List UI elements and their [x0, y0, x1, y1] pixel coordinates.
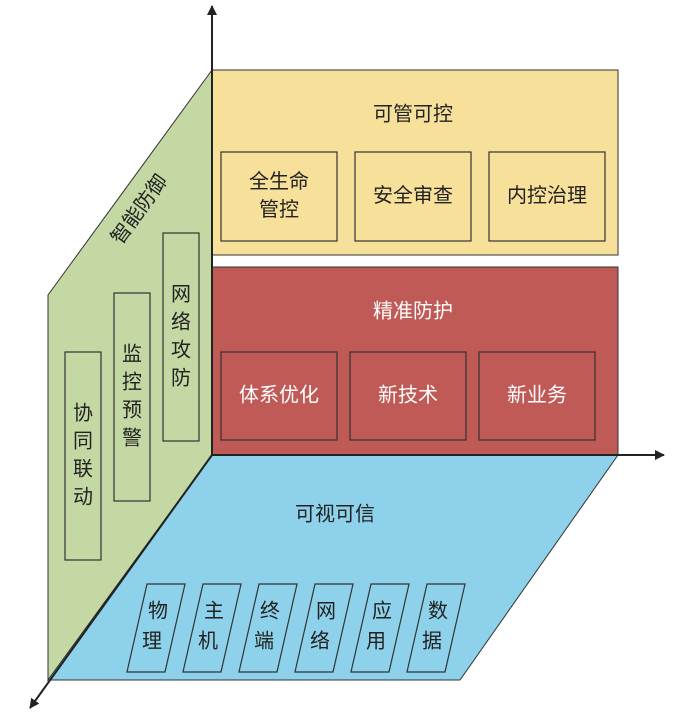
left-box-char: 网	[171, 282, 191, 306]
bottom-panel-title: 可视可信	[295, 502, 375, 526]
left-box	[64, 351, 102, 561]
top-box	[488, 151, 606, 242]
middle-box-label: 体系优化	[239, 383, 319, 407]
bottom-item-char: 物	[148, 599, 168, 623]
top-panel	[211, 69, 619, 256]
bottom-item	[350, 583, 410, 673]
top-panel-title: 可管可控	[373, 102, 453, 126]
middle-box	[478, 351, 596, 441]
left-box-char: 同	[73, 429, 93, 453]
bottom-item-char: 网	[316, 599, 336, 623]
top-box-label: 全生命	[249, 169, 309, 193]
bottom-item-char: 机	[198, 629, 218, 653]
top-box-label: 内控治理	[507, 183, 587, 207]
bottom-item	[182, 583, 242, 673]
left-box-char: 联	[73, 457, 93, 481]
bottom-items: 物理 主机 终端 网络 应用 数据	[126, 583, 466, 673]
bottom-item-char: 主	[204, 599, 224, 623]
top-box	[354, 151, 472, 242]
left-box-char: 预	[122, 398, 142, 422]
top-box-label: 安全审查	[373, 183, 453, 207]
bottom-item-char: 据	[422, 629, 442, 653]
bottom-item-char: 端	[254, 629, 274, 653]
middle-box-label: 新技术	[378, 383, 438, 407]
left-box	[113, 292, 151, 502]
left-box-char: 协	[73, 401, 93, 425]
bottom-item-char: 理	[142, 629, 162, 653]
diagonal-axis	[29, 454, 213, 709]
middle-panel	[211, 266, 619, 456]
bottom-item-char: 应	[372, 599, 392, 623]
middle-box	[349, 351, 467, 441]
top-box	[220, 151, 338, 242]
top-box-label: 管控	[259, 197, 299, 221]
middle-panel-title: 精准防护	[373, 299, 453, 323]
bottom-item	[238, 583, 298, 673]
bottom-item-char: 终	[260, 599, 280, 623]
bottom-item-char: 络	[310, 629, 330, 653]
middle-boxes: 体系优化 新技术 新业务	[220, 351, 596, 441]
bottom-item-char: 数	[428, 599, 448, 623]
left-box-char: 防	[171, 366, 191, 390]
left-box-char: 警	[122, 426, 142, 450]
bottom-item	[294, 583, 354, 673]
bottom-item	[126, 583, 186, 673]
left-box-char: 络	[171, 310, 191, 334]
left-box-char: 控	[122, 370, 142, 394]
left-box	[162, 232, 200, 442]
left-box-char: 动	[73, 485, 93, 509]
bottom-item-char: 用	[366, 629, 386, 653]
bottom-item	[406, 583, 466, 673]
middle-box-label: 新业务	[507, 383, 567, 407]
left-box-char: 攻	[171, 338, 191, 362]
middle-box	[220, 351, 338, 441]
left-box-char: 监	[122, 342, 142, 366]
